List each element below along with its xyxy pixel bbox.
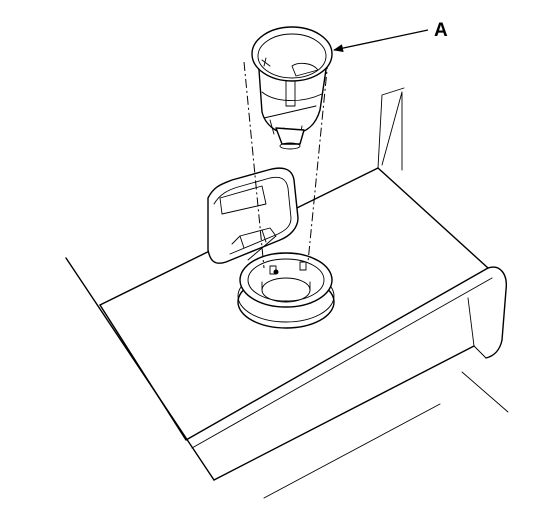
console-panel [65, 87, 509, 499]
callout-a: A [333, 20, 448, 53]
alignment-lines [243, 59, 329, 269]
callout-label: A [434, 20, 448, 41]
lighter-socket-part [251, 26, 333, 150]
callout-leader-arrow [333, 29, 429, 53]
socket-housing [207, 167, 335, 329]
